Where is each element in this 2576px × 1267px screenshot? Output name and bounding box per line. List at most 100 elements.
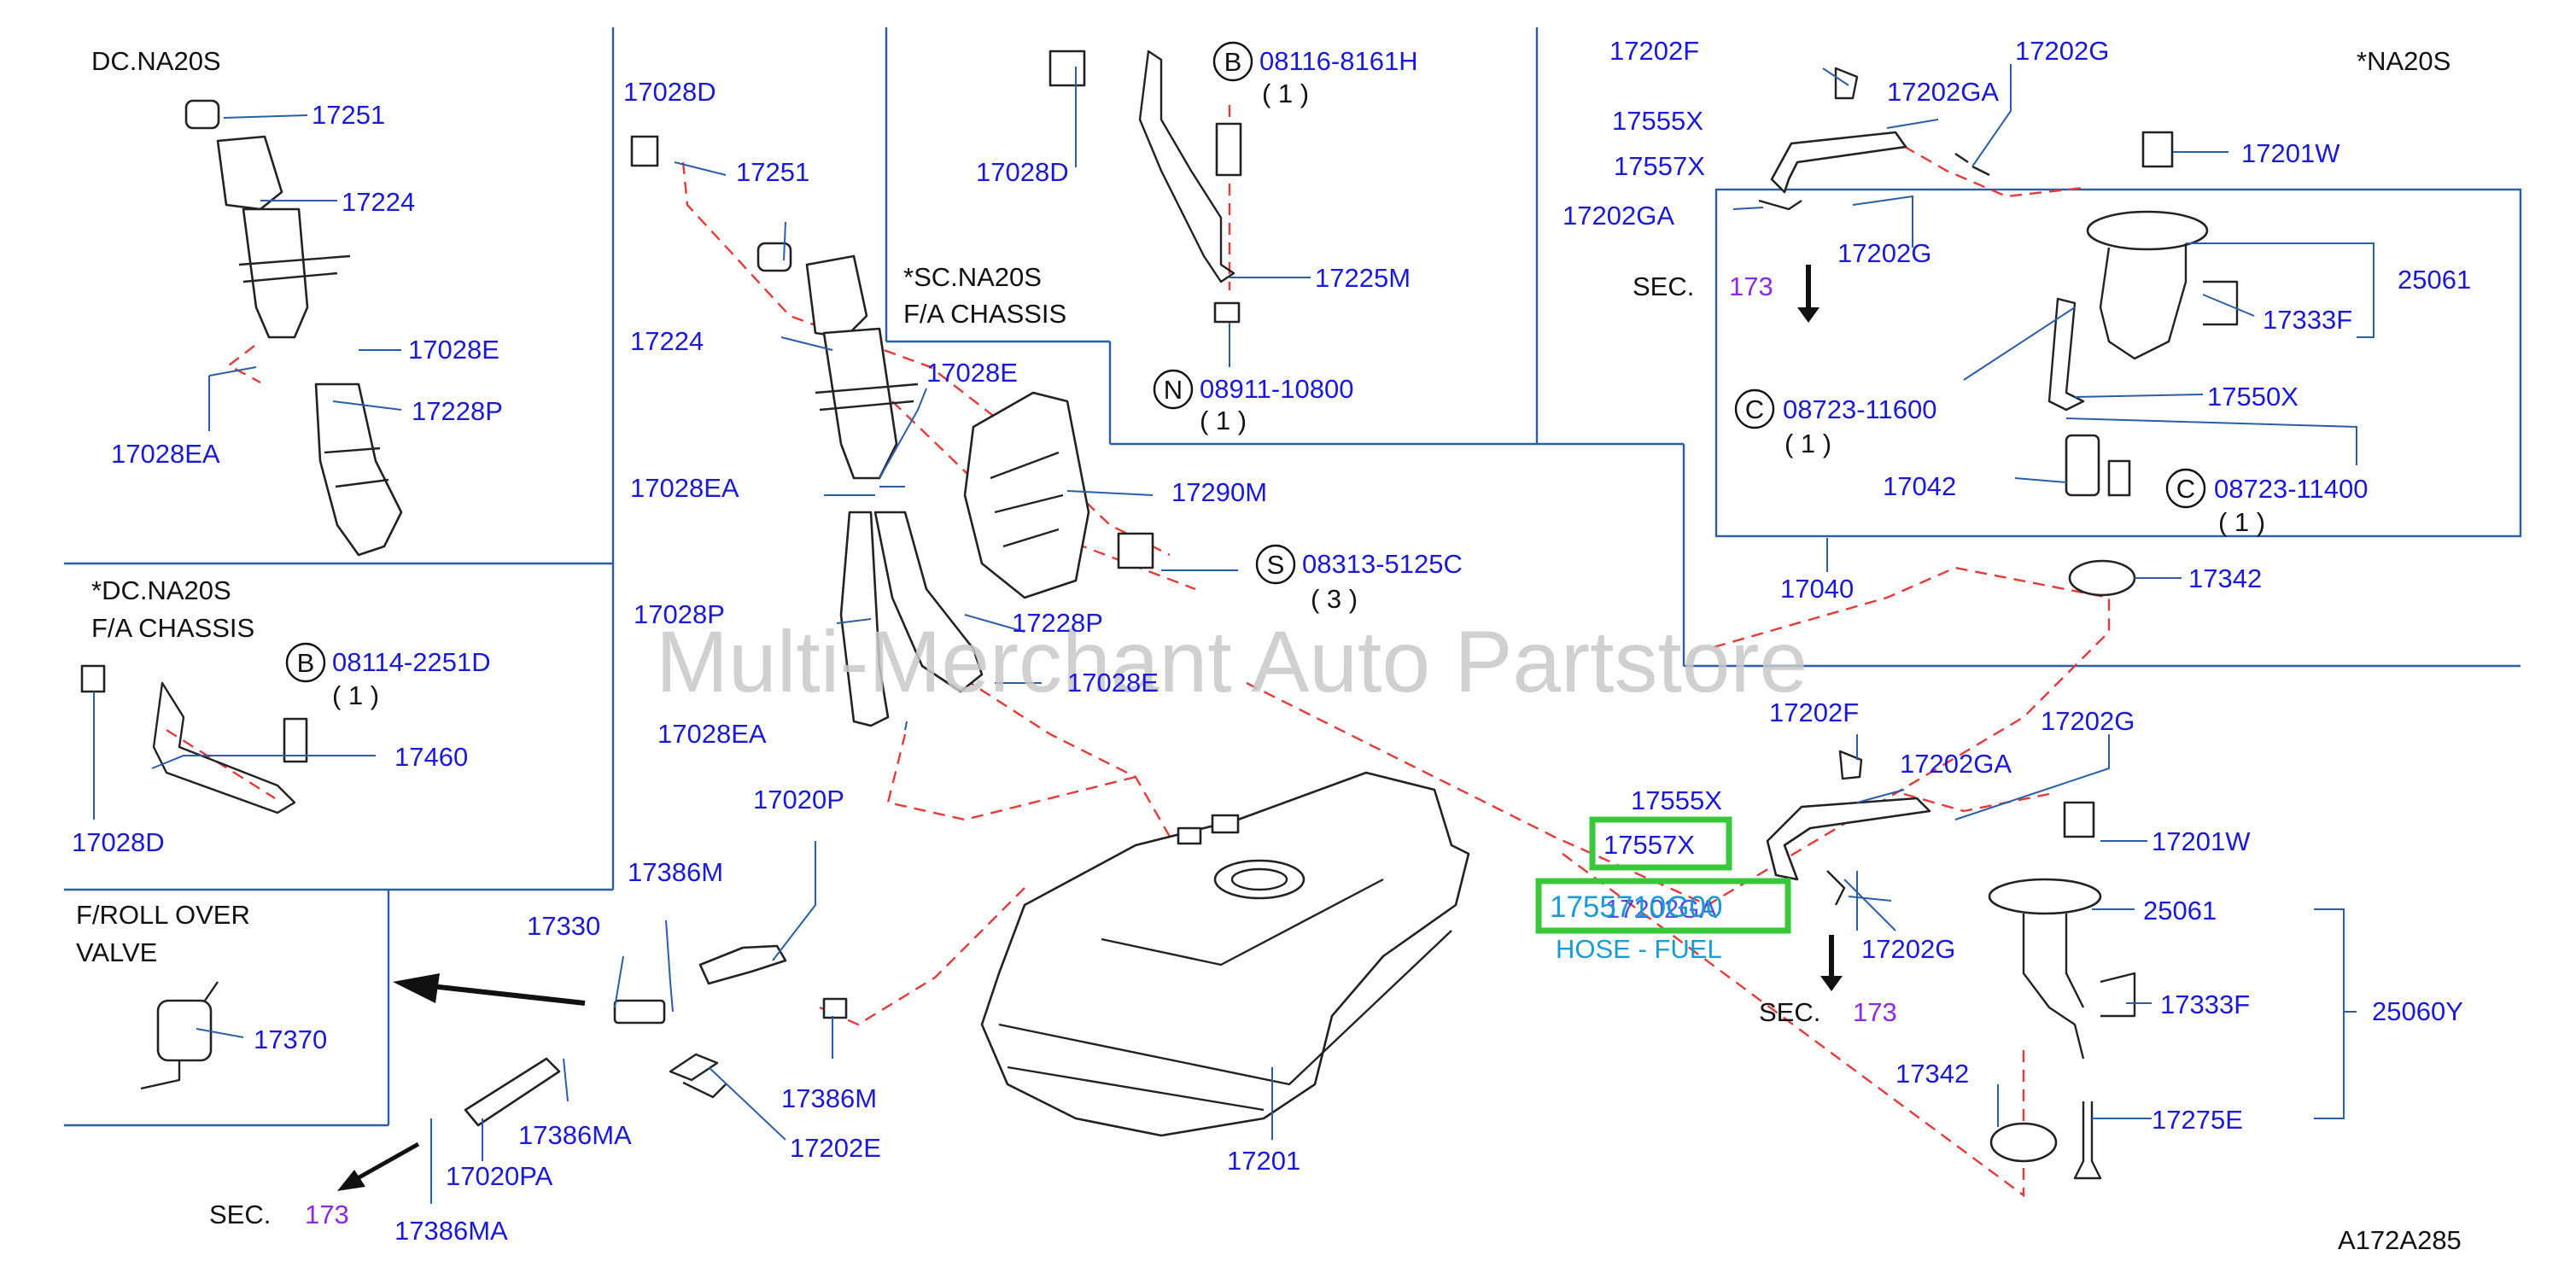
section-label: VALVE [76, 937, 157, 967]
part-label: 17342 [2188, 563, 2262, 593]
bolt-icon [283, 717, 308, 763]
part-label: 17020P [753, 785, 844, 814]
filler-cap-icon [184, 99, 220, 130]
part-label: 17202G [1837, 238, 1931, 268]
filler-bracket-icon [152, 681, 296, 814]
part-label: 17028E [1067, 668, 1159, 698]
fuel-filter-icon [613, 999, 666, 1025]
part-label: 17342 [1895, 1059, 1969, 1089]
part-label: 17028E [408, 335, 499, 365]
part-number-labels: 17251 17224 17028E 17028EA 17228P 17028D… [72, 36, 2471, 1246]
callout-circle-c [1734, 388, 1775, 429]
fastener-callouts: 08116-8161H ( 1 ) 08911-10800 ( 1 ) 0831… [332, 46, 2368, 710]
fastener-qty: ( 1 ) [2218, 507, 2265, 537]
callout-letter: B [297, 648, 315, 678]
highlighted-part-label[interactable]: 17557X [1603, 830, 1695, 860]
gasket-icon [2068, 559, 2136, 597]
part-label: 17201 [1227, 1146, 1300, 1176]
part-label: 17202GA [1900, 749, 2012, 779]
callout-letter: C [1745, 394, 1764, 424]
part-label: 25061 [2143, 896, 2217, 925]
sec-ref-number: 173 [305, 1200, 349, 1229]
fastener-qty: ( 1 ) [1200, 406, 1247, 435]
fastener-qty: ( 1 ) [332, 680, 379, 710]
part-label: 17225M [1315, 263, 1411, 293]
tank-strap-icon [1138, 50, 1235, 283]
part-label: 25061 [2398, 265, 2471, 295]
circled-callouts: B N S B C C [285, 41, 2206, 683]
evap-hose-icon [698, 944, 787, 985]
section-label: F/ROLL OVER [76, 900, 250, 930]
part-label: 17202F [1769, 698, 1859, 727]
fastener-code: 08911-10800 [1200, 374, 1353, 404]
fastener-code: 08313-5125C [1302, 549, 1463, 579]
part-label: 17202G [1861, 934, 1955, 964]
section-label: F/A CHASSIS [903, 299, 1066, 329]
part-label: 17555X [1612, 106, 1703, 136]
part-label: 17386MA [518, 1120, 632, 1150]
part-label: 17020PA [446, 1161, 553, 1191]
part-label: 17460 [394, 742, 468, 772]
heat-shield-icon [963, 391, 1090, 599]
part-label: 17028D [976, 157, 1069, 187]
fuel-pump-icon [2065, 434, 2100, 497]
callout-circle-b [1212, 41, 1253, 82]
arrow-icon [430, 984, 586, 1006]
highlighted-part[interactable]: 17202GA 17557X 1755710G00 HOSE - FUEL [1535, 816, 1791, 964]
filler-cap-icon [756, 242, 792, 272]
sec-ref-number: 173 [1729, 272, 1773, 301]
section-label: *DC.NA20S [91, 575, 231, 605]
part-label: 17201W [2152, 826, 2251, 856]
section-references: SEC. 173 SEC. 173 SEC. 173 [209, 272, 1897, 1229]
sender-flange-icon [1988, 878, 2102, 915]
watermark: Multi-Merchant Auto Partstore [656, 613, 1808, 710]
part-label: 17550X [2207, 382, 2299, 412]
section-label: DC.NA20S [91, 46, 221, 76]
bolt-icon [1049, 50, 1086, 87]
part-label: 17330 [527, 911, 600, 941]
part-label: 17028D [623, 77, 716, 107]
part-label: 17201W [2241, 138, 2340, 168]
sec-ref-number: 173 [1853, 997, 1897, 1027]
part-label: 17028E [926, 358, 1018, 388]
highlight-box-part[interactable] [1589, 816, 1732, 871]
gasket-icon [1989, 1122, 2058, 1163]
fastener-qty: ( 1 ) [1785, 429, 1831, 458]
oem-code-label[interactable]: 1755710G00 [1550, 890, 1722, 924]
arrow-icon [348, 1141, 420, 1185]
fastener-code: 08114-2251D [332, 647, 491, 677]
highlight-box-oem[interactable] [1535, 878, 1791, 934]
part-label: 17028EA [657, 719, 767, 749]
section-label: *NA20S [2357, 46, 2450, 76]
part-label: 17202GA [1563, 201, 1674, 231]
part-label: 17275E [2152, 1105, 2243, 1135]
part-illustrations [80, 50, 2239, 1191]
section-label: F/A CHASSIS [91, 613, 254, 643]
arrow-head-icon [393, 973, 440, 1003]
callout-circle-b [285, 642, 326, 683]
filler-neck-icon [216, 135, 283, 211]
sec-ref-prefix: SEC. [209, 1200, 271, 1229]
part-label: 17224 [342, 187, 415, 217]
bolt-icon [2063, 801, 2095, 838]
part-label: 25060Y [2372, 996, 2463, 1026]
figure-code: A172A285 [2338, 1225, 2462, 1255]
part-label-overlapped: 17202GA [1605, 894, 1717, 924]
bolt-icon [80, 664, 106, 693]
part-label: 17228P [412, 396, 503, 426]
callout-circle-n [1153, 369, 1194, 410]
section-label: *SC.NA20S [903, 262, 1042, 292]
callout-letter: C [2176, 474, 2195, 504]
part-label: 17228P [1012, 608, 1103, 638]
callout-letter: B [1224, 47, 1242, 77]
part-label: 17333F [2263, 305, 2352, 335]
section-headings: DC.NA20S *DC.NA20S F/A CHASSIS *SC.NA20S… [76, 46, 2462, 1255]
callout-letter: S [1267, 550, 1285, 580]
filler-hose-icon [314, 382, 403, 557]
part-label: 17202G [2041, 706, 2135, 736]
vent-hose-icon [1770, 131, 1907, 194]
part-label: 17386MA [394, 1216, 508, 1246]
callout-circle-c [2165, 468, 2206, 509]
nut-icon [1213, 301, 1241, 324]
